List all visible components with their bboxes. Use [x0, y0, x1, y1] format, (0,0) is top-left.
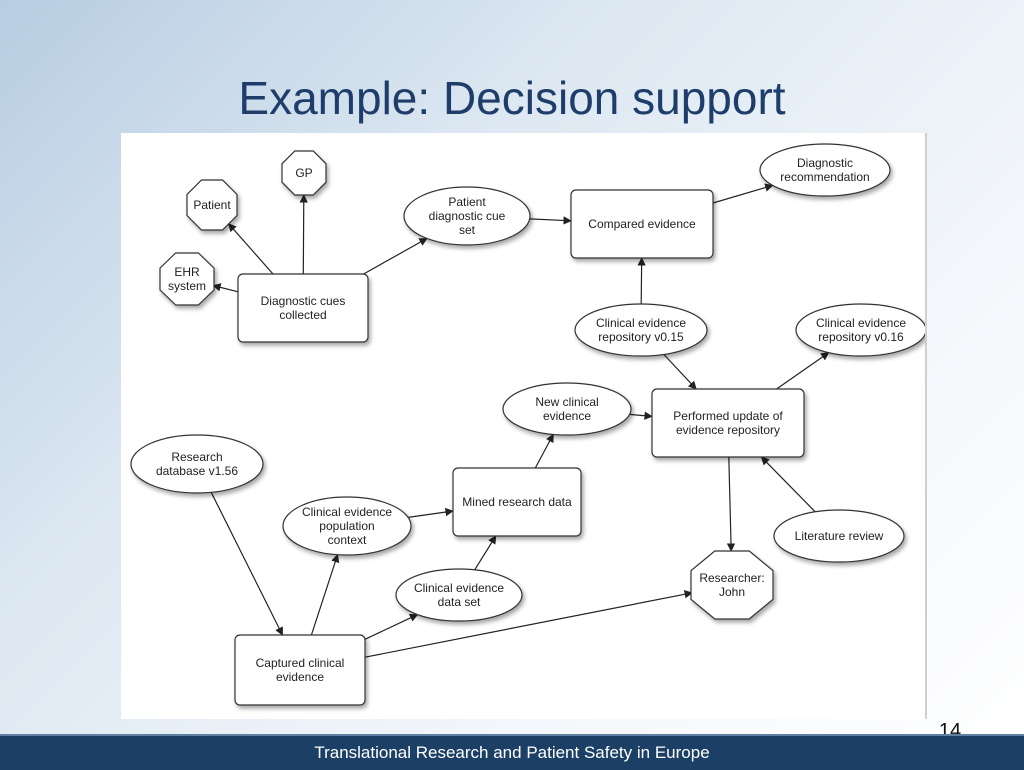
node-label: evidence: [543, 409, 591, 423]
node-label: New clinical: [535, 395, 598, 409]
edge-new_evidence-to-update: [629, 411, 653, 420]
node-label: recommendation: [780, 170, 869, 184]
node-label: evidence repository: [676, 423, 780, 437]
edge-captured-to-pop_context: [310, 553, 340, 636]
node-label: population: [319, 519, 374, 533]
node-label: Clinical evidence: [816, 316, 906, 330]
node-shape-ellipse: [130, 434, 264, 494]
edges-layer: [210, 183, 830, 658]
edge-captured-to-data_set: [364, 614, 419, 640]
node-label: Patient: [448, 195, 486, 209]
node-mined: Mined research data: [452, 467, 582, 537]
edge-research_db-to-captured: [210, 492, 284, 636]
node-label: data set: [438, 595, 481, 609]
edge-lit_review-to-update: [760, 456, 816, 513]
node-label: Diagnostic: [797, 156, 853, 170]
node-shape-ellipse: [795, 303, 925, 357]
node-label: Compared evidence: [588, 217, 696, 231]
node-shape-ellipse: [502, 382, 632, 436]
node-shape-rect: [570, 189, 714, 259]
node-label: GP: [295, 166, 312, 180]
node-shape-rect: [651, 388, 805, 458]
node-lit-review: Literature review: [773, 509, 905, 563]
edge-diag_cues-to-ehr: [212, 283, 239, 293]
node-label: Captured clinical: [256, 656, 345, 670]
node-label: Clinical evidence: [596, 316, 686, 330]
node-shape-octagon: [281, 150, 327, 196]
node-shape-octagon: [159, 252, 215, 306]
edge-captured-to-john: [364, 590, 693, 658]
edge-mined-to-new_evidence: [534, 433, 554, 469]
node-shape-ellipse: [773, 509, 905, 563]
node-label: diagnostic cue: [429, 209, 506, 223]
node-label: evidence: [276, 670, 324, 684]
node-shape-ellipse: [282, 496, 412, 556]
node-label: Clinical evidence: [302, 505, 392, 519]
edge-pop_context-to-mined: [408, 507, 454, 518]
node-shape-rect: [452, 467, 582, 537]
node-label: EHR: [174, 265, 200, 279]
footer-text: Translational Research and Patient Safet…: [314, 743, 710, 762]
edge-diag_cues-to-cue_set: [363, 237, 428, 275]
node-shape-rect: [237, 273, 369, 343]
node-label: Performed update of: [673, 409, 783, 423]
node-label: Researcher:: [699, 571, 764, 585]
footer-bar: Translational Research and Patient Safet…: [0, 734, 1024, 770]
node-gp: GP: [281, 150, 327, 196]
node-label: collected: [279, 308, 326, 322]
edge-repo015-to-compared: [637, 257, 646, 305]
node-label: Clinical evidence: [414, 581, 504, 595]
node-label: context: [328, 533, 367, 547]
node-shape-ellipse: [403, 186, 531, 246]
node-label: repository v0.16: [818, 330, 904, 344]
slide-title: Example: Decision support: [238, 72, 786, 124]
node-label: Mined research data: [462, 495, 572, 509]
node-john: Researcher:John: [690, 550, 774, 620]
node-patient: Patient: [186, 179, 238, 231]
edge-data_set-to-mined: [474, 535, 497, 571]
edge-diag_cues-to-patient: [228, 223, 274, 275]
edge-cue_set-to-compared: [529, 216, 572, 225]
edge-update-to-john: [726, 456, 736, 552]
node-label: John: [719, 585, 745, 599]
node-label: set: [459, 223, 476, 237]
edge-update-to-repo016: [776, 352, 830, 390]
node-label: Literature review: [795, 529, 884, 543]
node-shape-octagon: [690, 550, 774, 620]
node-label: Patient: [193, 198, 231, 212]
node-shape-ellipse: [759, 143, 891, 197]
node-label: system: [168, 279, 206, 293]
node-shape-ellipse: [395, 568, 523, 622]
node-label: Diagnostic cues: [261, 294, 346, 308]
node-label: database v1.56: [156, 464, 238, 478]
edge-repo015-to-update: [663, 353, 697, 390]
edge-diag_cues-to-gp: [299, 194, 308, 275]
edge-compared-to-diag_rec: [712, 183, 774, 204]
node-label: Research: [171, 450, 222, 464]
node-shape-rect: [234, 634, 366, 706]
node-shape-octagon: [186, 179, 238, 231]
node-compared: Compared evidence: [570, 189, 714, 259]
node-label: repository v0.15: [598, 330, 684, 344]
node-shape-ellipse: [574, 303, 708, 357]
